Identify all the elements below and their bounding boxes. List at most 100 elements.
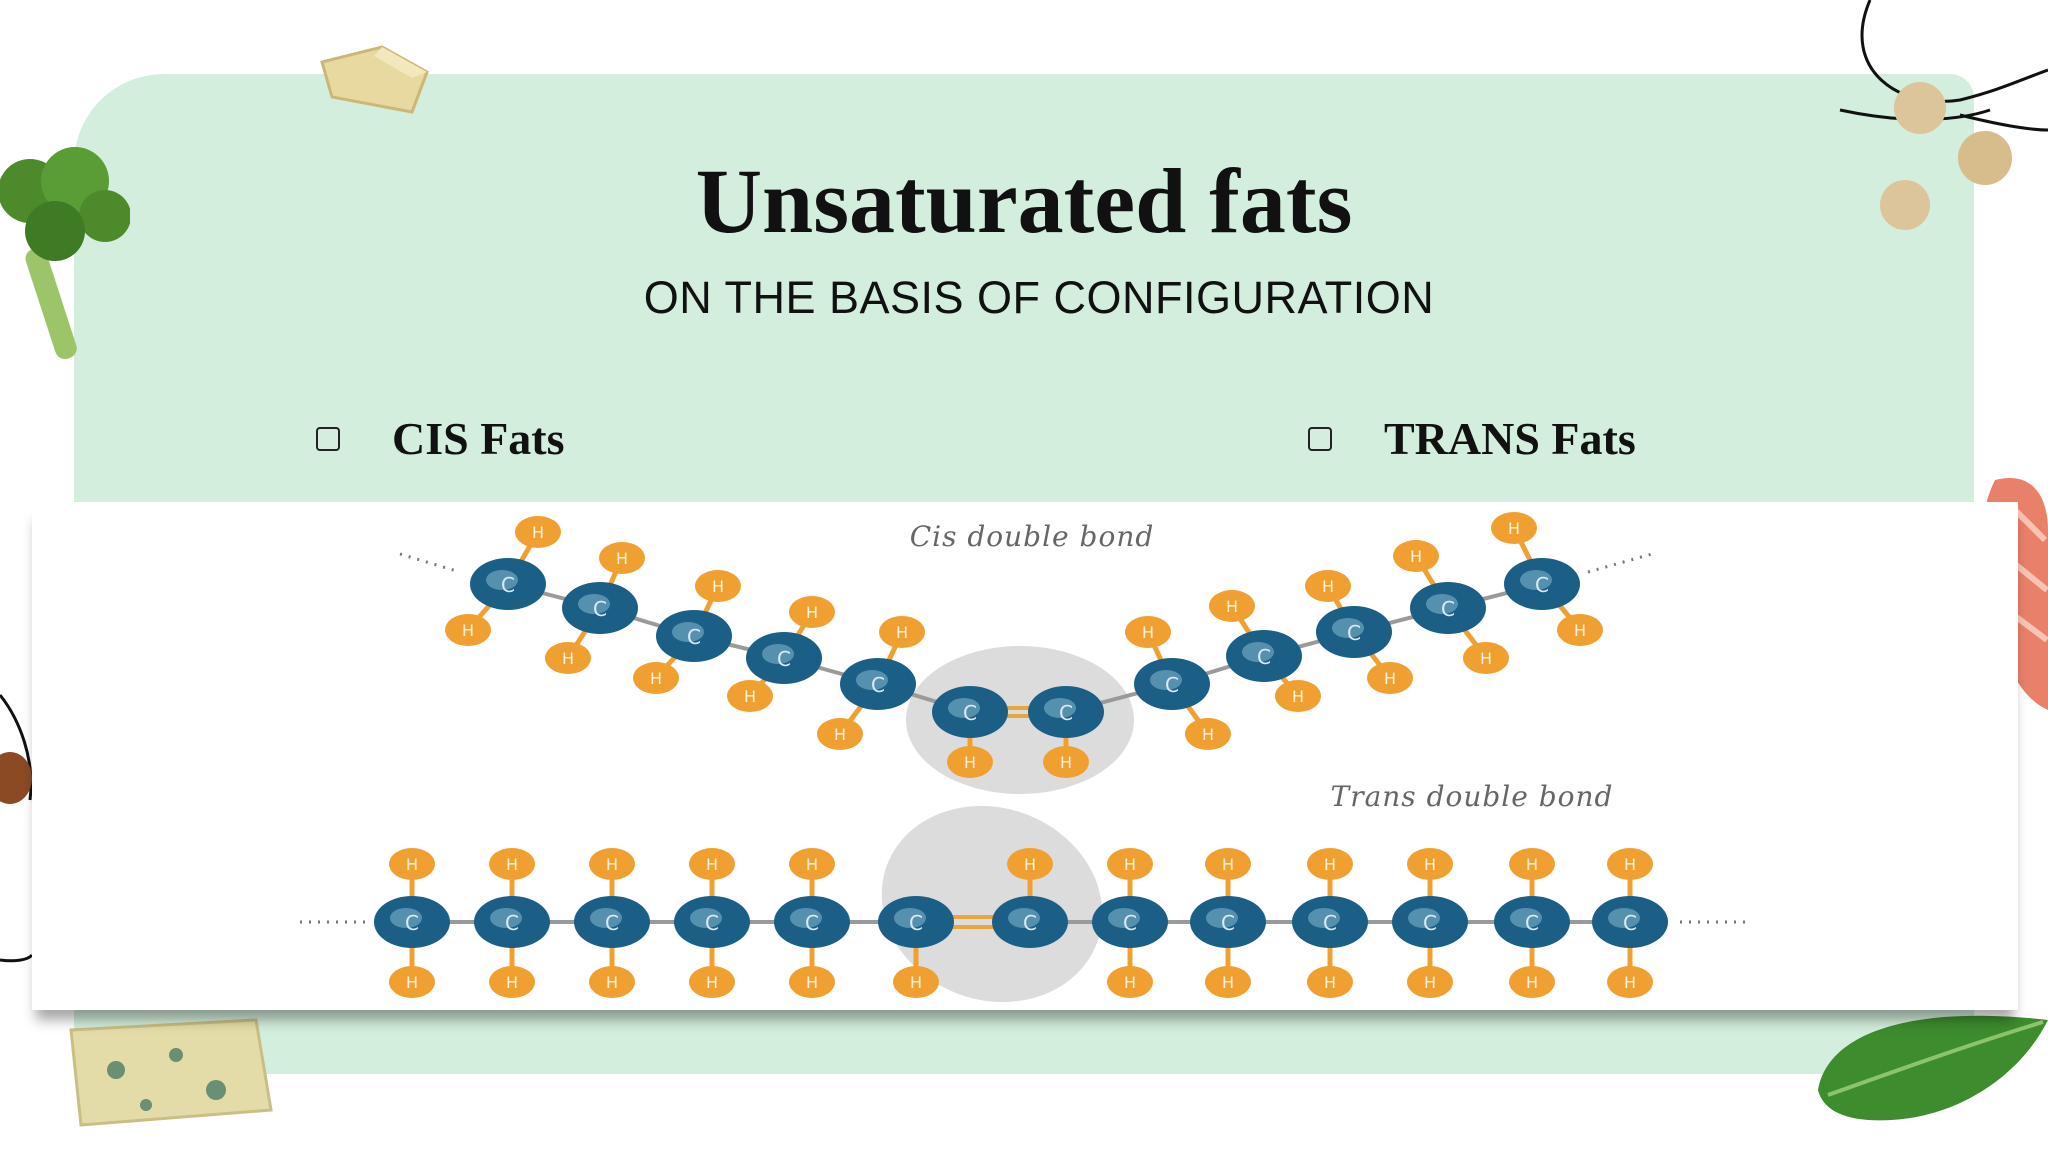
hydrogen-symbol: H bbox=[650, 669, 662, 688]
hydrogen-atom bbox=[1393, 540, 1439, 572]
carbon-atom-highlight bbox=[948, 698, 980, 718]
hydrogen-atom bbox=[1491, 512, 1537, 544]
hydrogen-symbol: H bbox=[1424, 973, 1436, 992]
hydrogen-symbol: H bbox=[1480, 649, 1492, 668]
hydrogen-symbol: H bbox=[532, 523, 544, 542]
carbon-atom-highlight bbox=[486, 570, 518, 590]
carbon-atom-highlight bbox=[490, 908, 522, 928]
hydrogen-atom bbox=[389, 848, 435, 880]
hydrogen-symbol: H bbox=[1574, 621, 1586, 640]
carbon-symbol: C bbox=[687, 625, 701, 649]
hydrogen-symbol: H bbox=[896, 623, 908, 642]
carbon-atom-highlight bbox=[1408, 908, 1440, 928]
hydrogen-symbol: H bbox=[964, 753, 976, 772]
hydrogen-atom bbox=[817, 718, 863, 750]
hydrogen-atom bbox=[589, 848, 635, 880]
checkbox-bullet-icon bbox=[316, 426, 340, 451]
hydrogen-atom bbox=[1307, 848, 1353, 880]
hydrogen-symbol: H bbox=[744, 687, 756, 706]
hydrogen-atom bbox=[1407, 966, 1453, 998]
carbon-symbol: C bbox=[1441, 597, 1455, 621]
carbon-atom-highlight bbox=[1510, 908, 1542, 928]
hydrogen-symbol: H bbox=[1060, 753, 1072, 772]
checkbox-bullet-icon bbox=[1308, 426, 1332, 451]
carbon-atom-highlight bbox=[894, 908, 926, 928]
hydrogen-symbol: H bbox=[806, 973, 818, 992]
hydrogen-atom bbox=[1509, 966, 1555, 998]
double-bond-diagram-panel: H H H H H H H H H H H H H H H H H H H H H H C C C C C C C C C C C C Cis do… bbox=[32, 502, 2018, 1010]
carbon-atom-highlight bbox=[1426, 594, 1458, 614]
hydrogen-atom bbox=[727, 680, 773, 712]
carbon-symbol: C bbox=[1257, 645, 1271, 669]
hydrogen-symbol: H bbox=[1526, 855, 1538, 874]
carbon-symbol: C bbox=[805, 911, 819, 935]
blue-cheese-image bbox=[69, 1018, 273, 1127]
hydrogen-atom bbox=[1407, 848, 1453, 880]
hydrogen-symbol: H bbox=[406, 855, 418, 874]
hydrogen-atom bbox=[1607, 966, 1653, 998]
hydrogen-symbol: H bbox=[834, 725, 846, 744]
cis-trans-diagram: H H H H H H H H H H H H H H H H H H H H H H C C C C C C C C C C C C Cis do… bbox=[300, 512, 1752, 1003]
carbon-symbol: C bbox=[1123, 911, 1137, 935]
carbon-symbol: C bbox=[909, 911, 923, 935]
hydrogen-atom bbox=[947, 746, 993, 778]
carbon-symbol: C bbox=[405, 911, 419, 935]
hydrogen-symbol: H bbox=[1024, 855, 1036, 874]
hydrogen-symbol: H bbox=[562, 649, 574, 668]
cis-double-bond-label: Cis double bond bbox=[910, 520, 1155, 553]
hydrogen-symbol: H bbox=[1508, 519, 1520, 538]
hydrogen-symbol: H bbox=[606, 855, 618, 874]
hydrogen-atom bbox=[1205, 848, 1251, 880]
hydrogen-atom bbox=[1209, 590, 1255, 622]
hydrogen-symbol: H bbox=[1226, 597, 1238, 616]
carbon-symbol: C bbox=[1525, 911, 1539, 935]
hydrogen-symbol: H bbox=[1324, 855, 1336, 874]
hydrogen-symbol: H bbox=[462, 621, 474, 640]
carbon-atom-highlight bbox=[1608, 908, 1640, 928]
carbon-atom-highlight bbox=[690, 908, 722, 928]
hydrogen-symbol: H bbox=[1142, 623, 1154, 642]
carbon-symbol: C bbox=[593, 597, 607, 621]
hydrogen-atom bbox=[1557, 614, 1603, 646]
hydrogen-symbol: H bbox=[506, 855, 518, 874]
carbon-atom-highlight bbox=[1242, 642, 1274, 662]
carbon-atom-highlight bbox=[590, 908, 622, 928]
hydrogen-symbol: H bbox=[1526, 973, 1538, 992]
carbon-symbol: C bbox=[963, 701, 977, 725]
carbon-symbol: C bbox=[871, 673, 885, 697]
carbon-symbol: C bbox=[1023, 911, 1037, 935]
hydrogen-symbol: H bbox=[712, 577, 724, 596]
carbon-symbol: C bbox=[1623, 911, 1637, 935]
carbon-symbol: C bbox=[1221, 911, 1235, 935]
hydrogen-symbol: H bbox=[1624, 973, 1636, 992]
hydrogen-atom bbox=[789, 596, 835, 628]
hydrogen-symbol: H bbox=[806, 855, 818, 874]
hydrogen-atom bbox=[879, 616, 925, 648]
hydrogen-atom bbox=[689, 966, 735, 998]
hydrogen-symbol: H bbox=[806, 603, 818, 622]
carbon-symbol: C bbox=[1423, 911, 1437, 935]
hydrogen-atom bbox=[1509, 848, 1555, 880]
carbon-symbol: C bbox=[1347, 621, 1361, 645]
carbon-atom-highlight bbox=[1332, 618, 1364, 638]
hydrogen-atom bbox=[633, 662, 679, 694]
bullet-trans-fats: TRANS Fats bbox=[1308, 412, 1636, 465]
carbon-symbol: C bbox=[1535, 573, 1549, 597]
bullet-cis-fats: CIS Fats bbox=[316, 412, 565, 465]
carbon-atom-highlight bbox=[1520, 570, 1552, 590]
carbon-atom-highlight bbox=[1308, 908, 1340, 928]
carbon-symbol: C bbox=[777, 647, 791, 671]
hydrogen-atom bbox=[1463, 642, 1509, 674]
hydrogen-symbol: H bbox=[1222, 973, 1234, 992]
hydrogen-symbol: H bbox=[506, 973, 518, 992]
hydrogen-symbol: H bbox=[606, 973, 618, 992]
hydrogen-atom bbox=[445, 614, 491, 646]
hydrogen-symbol: H bbox=[1624, 855, 1636, 874]
carbon-atom-highlight bbox=[672, 622, 704, 642]
carbon-atom-highlight bbox=[1008, 908, 1040, 928]
carbon-atom-highlight bbox=[790, 908, 822, 928]
hydrogen-atom bbox=[545, 642, 591, 674]
bullet-label: CIS Fats bbox=[392, 413, 565, 464]
hydrogen-atom bbox=[689, 848, 735, 880]
